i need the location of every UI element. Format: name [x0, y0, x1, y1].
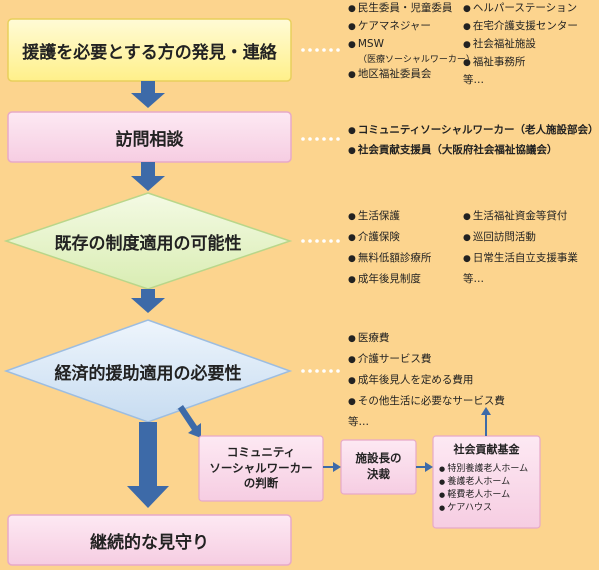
list-item: 在宅介護支援センター	[463, 18, 578, 36]
step-1-list-col2: ヘルパーステーション 在宅介護支援センター 社会福祉施設 福祉事務所 等…	[463, 0, 578, 89]
csw-label: コミュニティ ソーシャルワーカー の判断	[199, 436, 323, 501]
step-4-label: 経済的援助適用の必要性	[54, 363, 242, 384]
fund-list: 特別養護老人ホーム 養護老人ホーム 軽費老人ホーム ケアハウス	[439, 463, 528, 515]
step-3-label: 既存の制度適用の可能性	[54, 233, 242, 254]
director-line: 施設長の	[355, 451, 402, 466]
arrow-director-to-fund	[416, 462, 433, 472]
dotted-connectors	[301, 48, 340, 373]
list-item: コミュニティソーシャルワーカー（老人施設部会）	[348, 121, 599, 141]
list-item: ヘルパーステーション	[463, 0, 578, 18]
step-2-list: コミュニティソーシャルワーカー（老人施設部会） 社会貢献支援員（大阪府社会福祉協…	[348, 121, 599, 161]
list-item: ケアハウス	[439, 502, 528, 515]
down-arrow-4	[127, 422, 169, 508]
csw-line: ソーシャルワーカー	[209, 460, 313, 475]
etc-text: 等…	[348, 416, 369, 428]
msw-note: （医療ソーシャルワーカー）	[358, 55, 475, 65]
step-2-label: 訪問相談	[115, 129, 184, 150]
list-item: MSW	[348, 36, 475, 54]
list-item: その他生活に必要なサービス費	[348, 391, 505, 412]
step-3-list-col1: 生活保護 介護保険 無料低額診療所 成年後見制度	[348, 206, 432, 290]
list-item: 介護サービス費	[348, 349, 505, 370]
list-item: 社会福祉施設	[463, 36, 578, 54]
fund-title: 社会貢献基金	[453, 443, 520, 456]
list-item: 福祉事務所	[463, 54, 578, 72]
step-3-list-col2: 生活福祉資金等貸付 巡回訪問活動 日常生活自立支援事業 等…	[463, 206, 578, 289]
list-item: 成年後見制度	[348, 269, 431, 290]
list-item: 医療費	[348, 328, 505, 349]
director-line: 決裁	[367, 467, 390, 481]
step-5-label: 継続的な見守り	[90, 532, 209, 553]
list-item: 特別養護老人ホーム	[439, 463, 528, 476]
step-5-box	[7, 514, 292, 566]
arrow-csw-to-director	[323, 462, 341, 472]
list-item: 巡回訪問活動	[463, 227, 578, 248]
director-label: 施設長の 決裁	[341, 440, 416, 494]
list-item: 生活保護	[348, 206, 431, 227]
step-1-list-col1: 民生委員・児童委員 ケアマネジャー MSW （医療ソーシャルワーカー） 地区福祉…	[348, 0, 475, 84]
step-1-label: 援護を必要とする方の発見・連絡	[22, 42, 277, 63]
list-item: 社会貢献支援員（大阪府社会福祉協議会）	[348, 141, 599, 161]
down-arrow-1	[131, 81, 165, 108]
step-4-list: 医療費 介護サービス費 成年後見人を定める費用 その他生活に必要なサービス費 等…	[348, 328, 505, 432]
list-item: 地区福祉委員会	[348, 66, 475, 84]
side-arrow-csw	[176, 405, 201, 438]
list-item: 生活福祉資金等貸付	[463, 206, 578, 227]
list-item: ケアマネジャー	[348, 18, 475, 36]
list-item: 成年後見人を定める費用	[348, 370, 505, 391]
etc-text: 等…	[463, 273, 484, 285]
list-item: 無料低額診療所	[348, 248, 432, 269]
list-item: 介護保険	[348, 227, 431, 248]
list-item: 日常生活自立支援事業	[463, 248, 578, 269]
list-item: 養護老人ホーム	[439, 476, 528, 489]
down-arrow-2	[131, 162, 165, 191]
csw-box	[198, 435, 324, 502]
list-item: 軽費老人ホーム	[439, 489, 528, 502]
down-arrow-3	[131, 289, 165, 313]
etc-text: 等…	[463, 74, 484, 86]
csw-line: の判断	[243, 476, 279, 491]
csw-line: コミュニティ	[226, 445, 296, 460]
list-item: 民生委員・児童委員	[348, 0, 475, 18]
